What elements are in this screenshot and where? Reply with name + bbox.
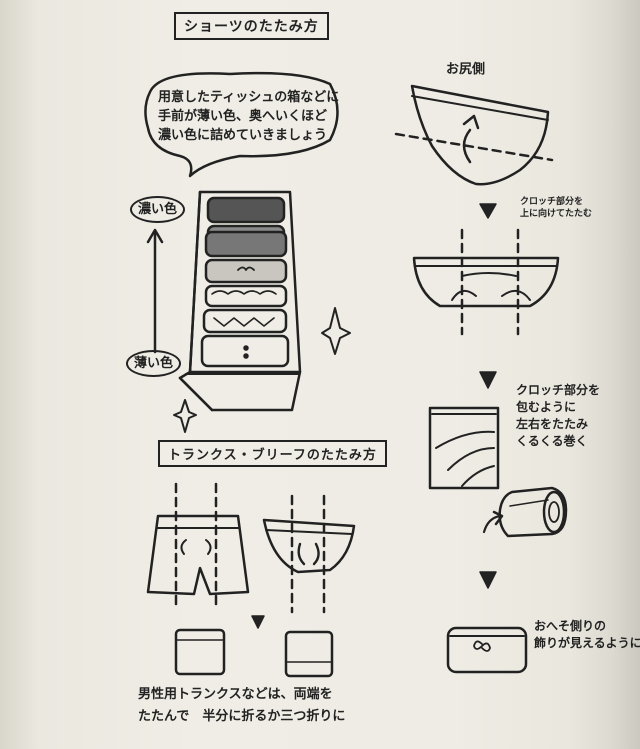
briefs-folded — [284, 630, 334, 678]
rolled-shorts-stack — [200, 196, 290, 368]
sparkle-icon — [173, 399, 197, 433]
down-arrow-icon — [479, 571, 497, 589]
trunks-title: トランクス・ブリーフのたたみ方 — [158, 440, 387, 467]
trunks-illustration — [146, 482, 250, 612]
rolling-shorts — [482, 486, 568, 538]
shorts-step-4-rolled — [446, 626, 528, 674]
sparkle-icon — [321, 307, 351, 355]
shorts-title: ショーツのたたみ方 — [174, 12, 329, 40]
down-arrow-icon — [479, 203, 497, 219]
label-back-side: お尻側 — [446, 62, 486, 77]
gradient-arrow — [146, 228, 164, 354]
speech-bubble — [144, 71, 339, 178]
page-gutter-shadow — [570, 0, 640, 749]
down-arrow-icon — [251, 615, 265, 629]
step-note-3: おへそ側りの 飾りが見えるように — [534, 619, 640, 650]
label-dark-color: 濃い色 — [130, 196, 186, 223]
trunks-folded — [174, 628, 226, 676]
shorts-step-1 — [394, 84, 554, 186]
label-light-color: 薄い色 — [126, 350, 182, 377]
briefs-illustration — [262, 494, 356, 614]
down-arrow-icon — [479, 371, 497, 389]
trunks-caption: 男性用トランクスなどは、両端を たたんで 半分に折るか三つ折りに — [138, 687, 346, 724]
shorts-step-3 — [428, 406, 500, 490]
tissue-box-storage — [178, 190, 302, 412]
speech-bubble-text: 用意したティッシュの箱などに 手前が薄い色、奥へいくほど 濃い色に詰めていきまし… — [158, 90, 340, 143]
step-note-1: クロッチ部分を 上に向けてたたむ — [520, 197, 593, 219]
shorts-step-2 — [412, 228, 560, 336]
step-note-2: クロッチ部分を 包むように 左右をたたみ くるくる巻く — [516, 383, 601, 448]
